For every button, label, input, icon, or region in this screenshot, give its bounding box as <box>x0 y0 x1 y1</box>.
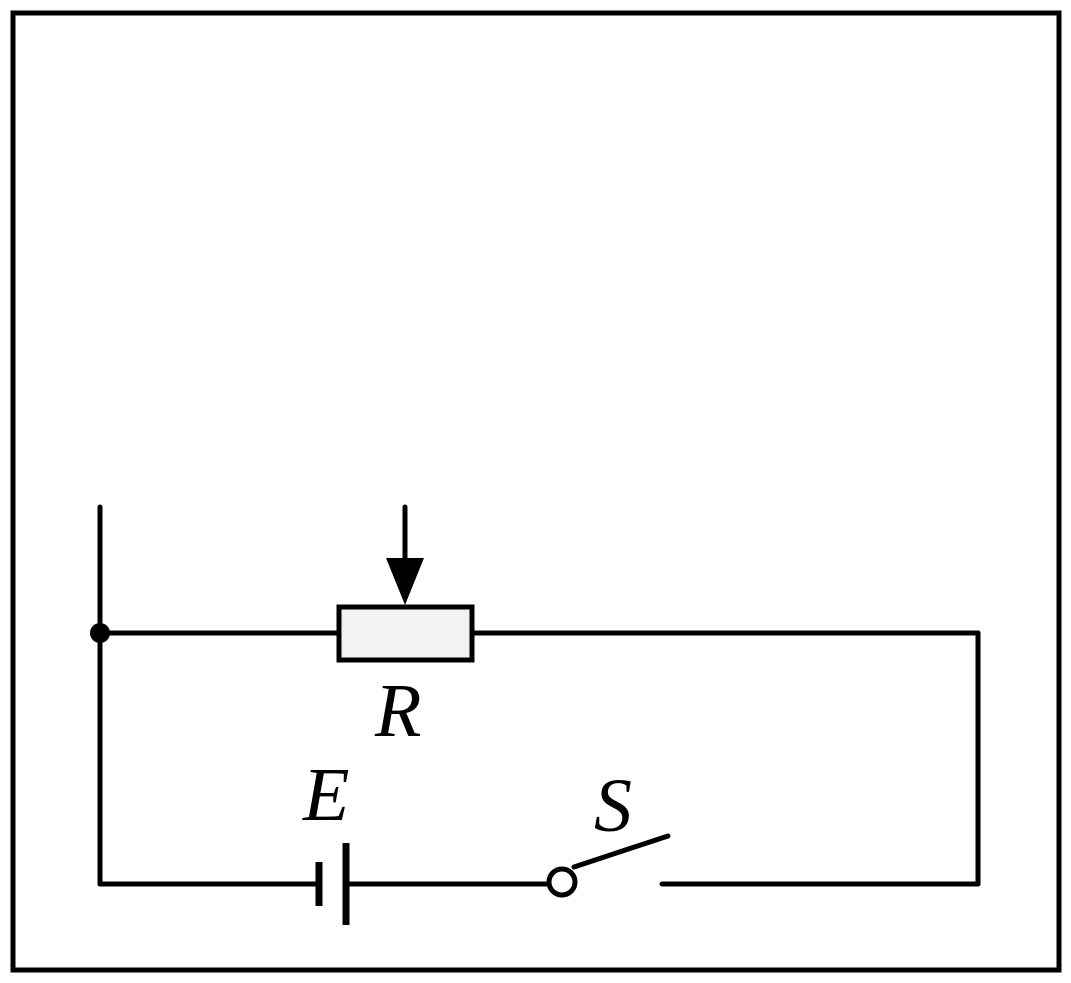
rheostat-resistor <box>336 604 475 663</box>
switch-label: S <box>594 764 632 848</box>
rheostat-slider-arrowhead <box>386 558 424 605</box>
diagram-frame <box>10 10 1062 973</box>
battery-label: E <box>302 753 349 837</box>
rheostat-label: R <box>374 669 421 753</box>
switch-pivot <box>546 866 578 898</box>
switch-blade <box>571 833 671 870</box>
